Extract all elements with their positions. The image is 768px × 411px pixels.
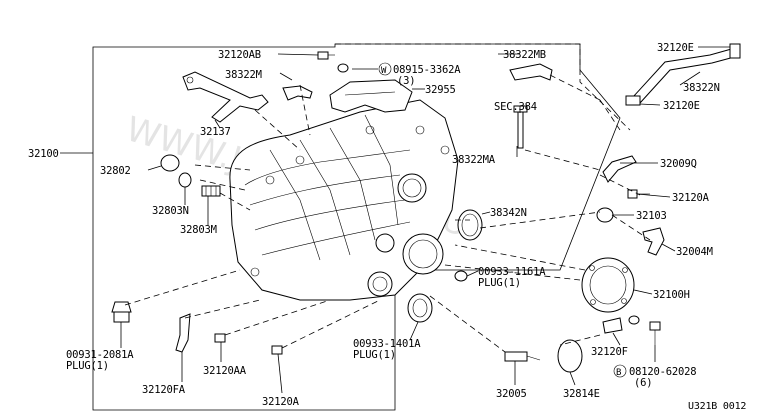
label-00933-1161A-plug: PLUG(1): [478, 277, 521, 289]
plug-32802: [160, 154, 180, 172]
label-32120FA: 32120FA: [142, 384, 186, 396]
transaxle-case: [229, 99, 459, 301]
plug-00933-1161A: [454, 270, 468, 282]
label-32120E-mid: 32120E: [663, 100, 700, 112]
switch-32005: [504, 351, 541, 362]
bracket-32120F: [602, 317, 623, 334]
pipe-38322MA: [517, 109, 524, 149]
label-38322MB: 38322MB: [503, 49, 546, 61]
clip-32009Q: [602, 155, 637, 183]
plug-00933-1401A: [407, 293, 433, 323]
cover-32100H: [581, 257, 635, 313]
dashed-alignment-lines: [124, 74, 651, 353]
label-32120AB: 32120AB: [218, 49, 261, 61]
label-32137: 32137: [200, 126, 231, 138]
bracket-32120FA: [175, 313, 191, 353]
seal-38342N: [457, 209, 483, 241]
label-32955: 32955: [425, 84, 456, 96]
label-32120AA: 32120AA: [203, 365, 247, 377]
bracket-32955: [329, 79, 413, 113]
label-00933-1401A-plug: PLUG(1): [353, 349, 396, 361]
breather-38322M: [282, 85, 313, 101]
label-00931-2081A-plug: PLUG(1): [66, 360, 109, 372]
label-32814E: 32814E: [563, 388, 600, 400]
label-38322N: 38322N: [683, 82, 720, 94]
bolt-32120AA: [214, 333, 226, 343]
label-32120F: 32120F: [591, 346, 628, 358]
label-32100H: 32100H: [653, 289, 690, 301]
label-38322MA: 38322MA: [452, 154, 496, 166]
label-32009Q: 32009Q: [660, 158, 697, 170]
label-38322M: 38322M: [225, 69, 262, 81]
label-32100: 32100: [28, 148, 59, 160]
plug-00931-2081A: [111, 301, 132, 323]
seal-32103: [596, 207, 614, 223]
label-32004M: 32004M: [676, 246, 713, 258]
bolt-32120AB: [317, 51, 349, 73]
label-32120A-bottom: 32120A: [262, 396, 300, 408]
label-32803N: 32803N: [152, 205, 189, 217]
assembly-frame-top-dashed: [335, 43, 631, 131]
diagram-code: U321B 0012: [688, 401, 746, 411]
assembly-frame: [92, 43, 621, 411]
circled-w-text: W: [381, 66, 387, 76]
circled-b-text: B: [616, 368, 621, 378]
label-32120E-top: 32120E: [657, 42, 694, 54]
washer-32803N: [178, 172, 192, 188]
spring-32803M: [201, 185, 221, 197]
label-08120-qty: (6): [634, 377, 652, 389]
label-00933-1401A: 00933-1401A: [353, 338, 421, 350]
label-32802: 32802: [100, 165, 131, 177]
label-00931-2081A: 00931-2081A: [66, 349, 134, 361]
leader-lines: [60, 46, 730, 394]
callout-labels: 32120AB 38322MB 32120E W 08915-3362A (3)…: [28, 42, 747, 411]
bolt-08120-62028: [649, 321, 661, 345]
circled-letter-b: [613, 364, 627, 378]
label-00933-1161A: 00933-1161A: [478, 266, 546, 278]
label-08915-qty: (3): [397, 75, 415, 87]
label-08915-3362A: 08915-3362A: [393, 64, 461, 76]
bolt-32120A-bottom: [271, 345, 283, 355]
cap-32814E: [557, 339, 583, 373]
lever-32137: [182, 71, 269, 123]
label-08120-62028: 08120-62028: [629, 366, 696, 378]
label-38342N: 38342N: [490, 207, 527, 219]
bracket-32004M: [642, 227, 665, 256]
label-32103: 32103: [636, 210, 667, 222]
label-32120A-right: 32120A: [672, 192, 710, 204]
circled-letter-w: [378, 62, 392, 76]
label-32803M: 32803M: [180, 224, 217, 236]
hose-38322N: [625, 43, 741, 106]
breather-38322MB: [509, 63, 553, 81]
label-sec-384: SEC.384: [494, 101, 537, 113]
label-32005: 32005: [496, 388, 527, 400]
